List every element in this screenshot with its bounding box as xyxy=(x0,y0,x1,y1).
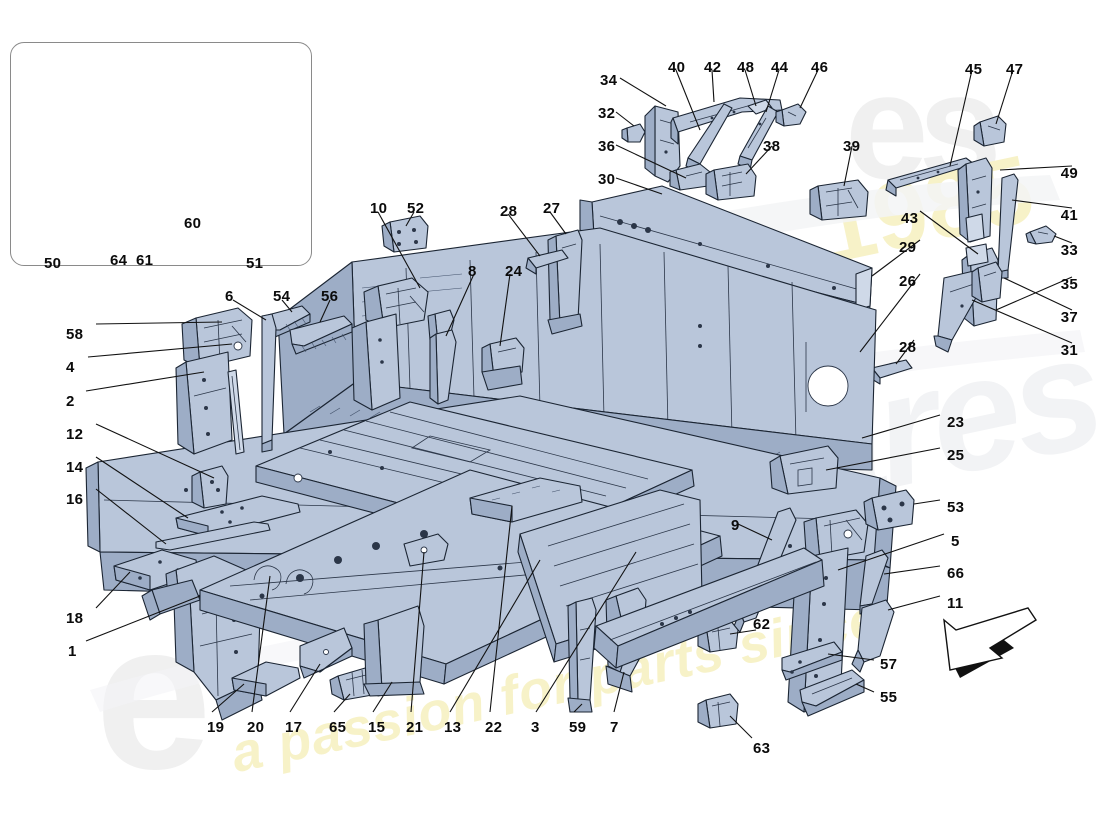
callout-20: 20 xyxy=(247,719,265,736)
callout-57: 57 xyxy=(880,656,898,673)
callout-45: 45 xyxy=(965,61,983,78)
callout-63: 63 xyxy=(753,740,771,757)
callout-36: 36 xyxy=(598,138,616,155)
callout-15: 15 xyxy=(368,719,386,736)
callout-50: 50 xyxy=(44,255,62,272)
callout-60: 60 xyxy=(184,215,202,232)
callout-17: 17 xyxy=(285,719,303,736)
callout-24: 24 xyxy=(505,263,523,280)
callout-1: 1 xyxy=(68,643,77,660)
callout-12: 12 xyxy=(66,426,84,443)
detail-inset-frame xyxy=(10,42,312,266)
callout-52: 52 xyxy=(407,200,425,217)
callout-38: 38 xyxy=(763,138,781,155)
callout-29: 29 xyxy=(899,239,917,256)
callout-66: 66 xyxy=(947,565,965,582)
callout-41: 41 xyxy=(1060,207,1078,224)
callout-39: 39 xyxy=(843,138,861,155)
callout-65: 65 xyxy=(329,719,347,736)
callout-27: 27 xyxy=(543,200,561,217)
callout-55: 55 xyxy=(880,689,898,706)
callout-48: 48 xyxy=(737,59,755,76)
callout-35: 35 xyxy=(1060,276,1078,293)
callout-43: 43 xyxy=(901,210,919,227)
callout-58: 58 xyxy=(66,326,84,343)
callout-64: 64 xyxy=(110,252,128,269)
callout-13: 13 xyxy=(444,719,462,736)
callout-62: 62 xyxy=(753,616,771,633)
callout-44: 44 xyxy=(771,59,789,76)
callout-11: 11 xyxy=(947,595,964,612)
leader-lines xyxy=(85,69,1073,739)
callout-3: 3 xyxy=(531,719,540,736)
callout-10: 10 xyxy=(370,200,388,217)
callout-31: 31 xyxy=(1060,342,1078,359)
callout-7: 7 xyxy=(610,719,619,736)
callout-61: 61 xyxy=(136,252,154,269)
callout-18: 18 xyxy=(66,610,84,627)
callout-9: 9 xyxy=(731,517,740,534)
callout-23: 23 xyxy=(947,414,965,431)
callout-28: 28 xyxy=(500,203,518,220)
callout-16: 16 xyxy=(66,491,84,508)
callout-53: 53 xyxy=(947,499,965,516)
callout-28: 28 xyxy=(899,339,917,356)
callout-19: 19 xyxy=(207,719,225,736)
callout-56: 56 xyxy=(321,288,339,305)
callout-47: 47 xyxy=(1006,61,1024,78)
callout-25: 25 xyxy=(947,447,965,464)
diagram-artwork xyxy=(35,61,1073,739)
callout-5: 5 xyxy=(951,533,960,550)
callout-6: 6 xyxy=(225,288,234,305)
callout-2: 2 xyxy=(66,393,75,410)
callout-59: 59 xyxy=(569,719,587,736)
callout-30: 30 xyxy=(598,171,616,188)
bottom-right-parts xyxy=(593,489,915,729)
parts-diagram-canvas: es 1985 e a passion for parts since euro… xyxy=(10,42,1100,813)
callout-33: 33 xyxy=(1060,242,1078,259)
callout-49: 49 xyxy=(1060,165,1078,182)
callout-26: 26 xyxy=(899,273,917,290)
callout-42: 42 xyxy=(704,59,722,76)
callout-54: 54 xyxy=(273,288,291,305)
callout-8: 8 xyxy=(468,263,477,280)
orientation-arrow xyxy=(943,607,1037,678)
callout-40: 40 xyxy=(668,59,686,76)
callout-32: 32 xyxy=(598,105,616,122)
callout-34: 34 xyxy=(600,72,618,89)
top-middle-parts xyxy=(621,97,1057,385)
callout-22: 22 xyxy=(485,719,503,736)
callout-37: 37 xyxy=(1060,309,1078,326)
callout-21: 21 xyxy=(406,719,424,736)
callout-4: 4 xyxy=(66,359,75,376)
callout-14: 14 xyxy=(66,459,84,476)
main-panels xyxy=(85,185,897,721)
callout-51: 51 xyxy=(246,255,264,272)
callout-46: 46 xyxy=(811,59,829,76)
